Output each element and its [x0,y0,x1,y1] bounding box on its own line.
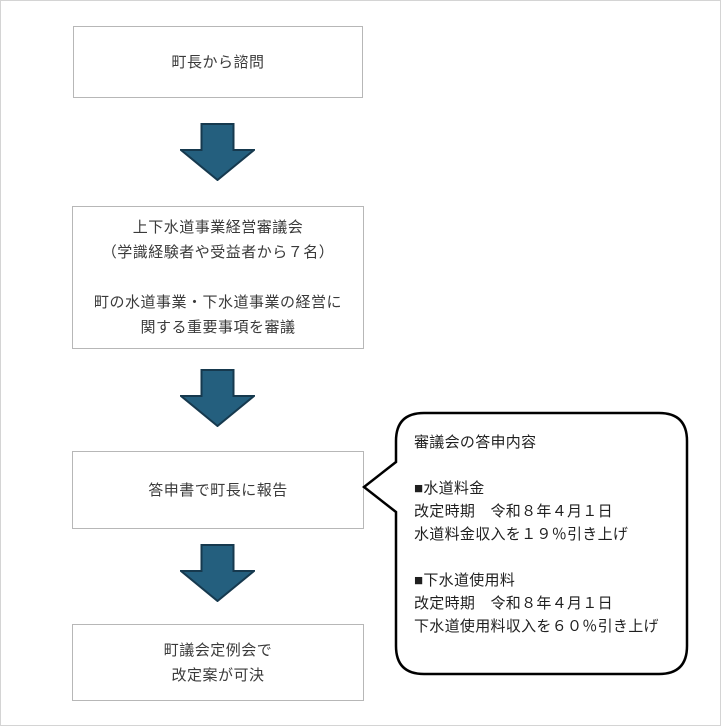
box-line: （学識経験者や受益者から７名） [101,244,335,261]
flow-box-consultation: 町長から諮問 [73,26,363,98]
box-line: 改定案が可決 [171,666,265,684]
callout-section-line: 改定時期 令和８年４月１日 [414,503,613,520]
flow-box-council: 上下水道事業経営審議会 （学識経験者や受益者から７名） 町の水道事業・下水道事業… [72,206,364,349]
flow-box-label: 答申書で町長に報告 [148,481,288,499]
box-line: 上下水道事業経営審議会 [132,219,304,236]
callout-section-line: 改定時期 令和８年４月１日 [414,595,613,612]
callout-section-line: 水道料金収入を１９％引き上げ [414,526,629,543]
callout-section-heading: ■下水道使用料 [414,572,516,589]
callout-content: 審議会の答申内容 ■水道料金 改定時期 令和８年４月１日 水道料金収入を１９％引… [414,431,674,638]
callout-bubble-outline [361,411,689,676]
down-arrow-icon [178,123,257,182]
callout-title: 審議会の答申内容 [414,434,537,451]
flow-box-report: 答申書で町長に報告 [72,451,364,529]
callout-section-heading: ■水道料金 [414,480,485,497]
box-line: 町の水道事業・下水道事業の経営に [93,294,342,311]
callout-spacer [414,454,674,477]
callout-spacer [414,546,674,569]
box-line: 町議会定例会で [163,641,273,659]
callout-section-line: 下水道使用料収入を６０％引き上げ [414,618,659,635]
down-arrow-icon [178,369,257,428]
callout-bubble [356,406,696,684]
down-arrow-icon [178,544,257,603]
flow-box-approval: 町議会定例会で 改定案が可決 [72,624,364,701]
box-line: 関する重要事項を審議 [140,319,296,336]
flow-box-label: 町長から諮問 [171,53,265,71]
